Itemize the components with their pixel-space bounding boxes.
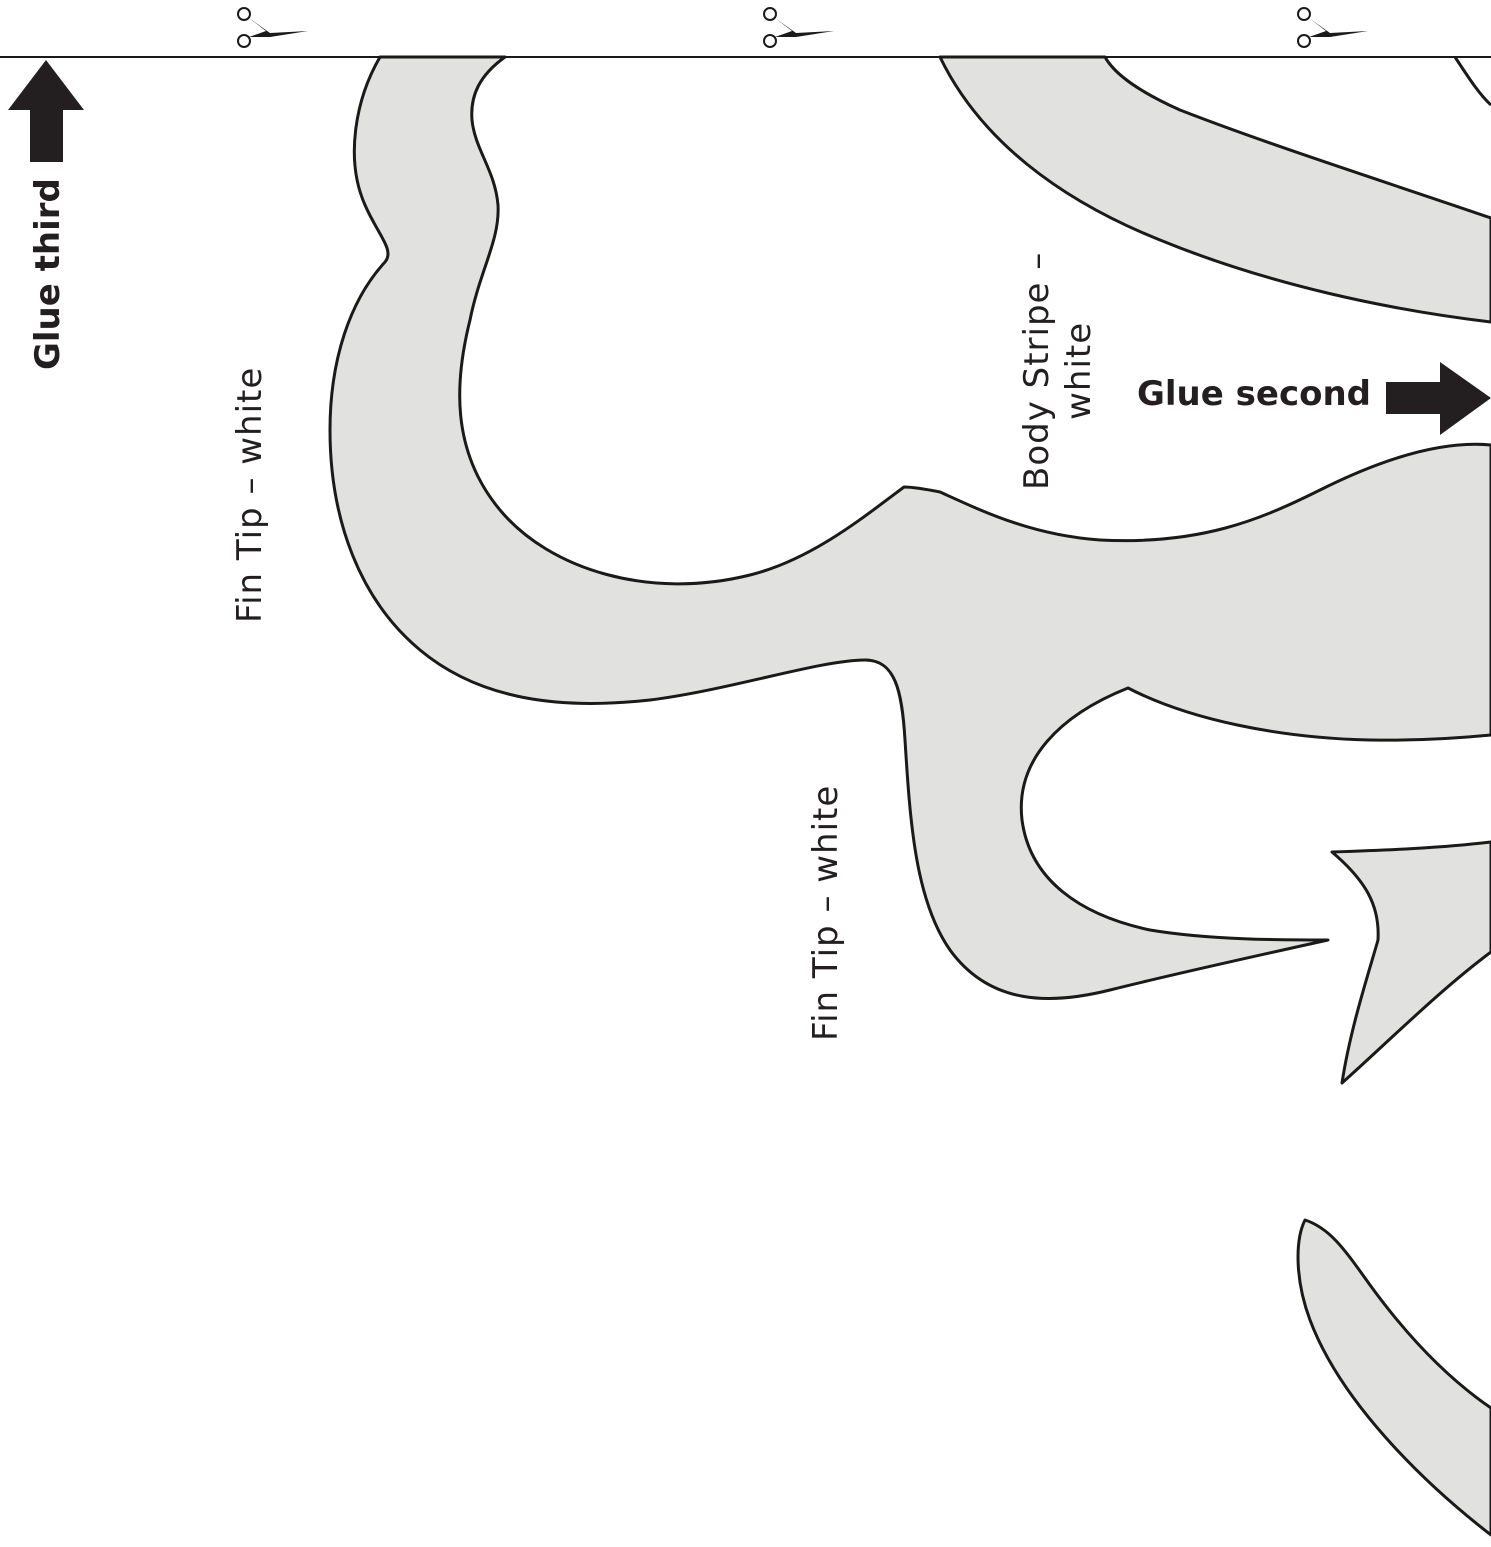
body-stripe-shape [938, 55, 1491, 324]
fin-tip-shape [1296, 1218, 1491, 1537]
body-stripe-label-line1: Body Stripe – [1017, 251, 1057, 490]
glue-second-label: Glue second [1137, 374, 1372, 414]
fin-tip-label: Fin Tip – white [806, 784, 846, 1041]
fin-shape [328, 55, 1491, 1001]
tail-fin-shape [1330, 840, 1491, 1085]
body-stripe-label-line2: white [1059, 321, 1099, 420]
scissors-icon [237, 7, 308, 48]
body-stripe-label: Body Stripe – white [1016, 252, 1100, 490]
arrow-up-icon [8, 60, 84, 162]
scissors-icon [763, 7, 834, 48]
glue-third-label: Glue third [28, 178, 68, 370]
scissors-icon [1297, 7, 1368, 48]
fin-tip-label: Fin Tip – white [230, 366, 270, 623]
arrow-right-icon [1386, 362, 1491, 435]
body-stripe-shape-edge [1453, 56, 1491, 107]
